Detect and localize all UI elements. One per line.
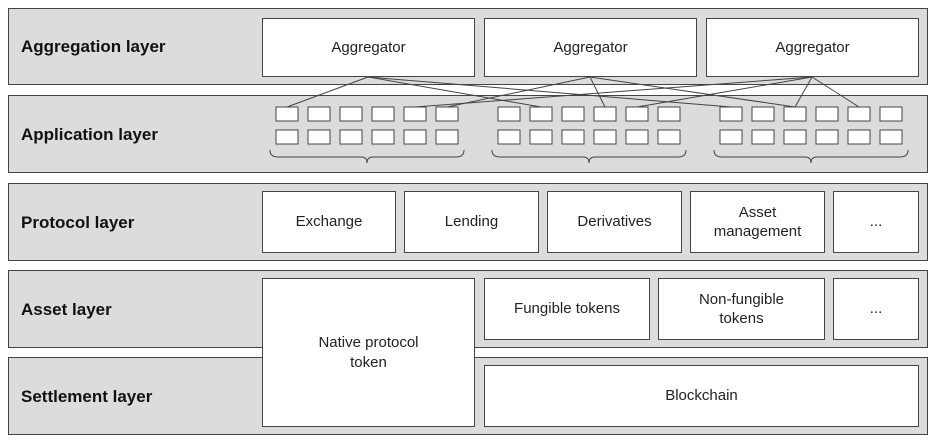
app-box [403,129,427,145]
app-box [529,106,553,122]
app-box [815,106,839,122]
group-brace [491,149,687,164]
app-box [339,129,363,145]
asset-box-non-fungible-tokens: Non-fungible tokens [658,278,825,340]
aggregator-connection-line [414,76,813,108]
protocol-box-derivatives: Derivatives [547,191,682,253]
app-box [783,129,807,145]
app-box [529,129,553,145]
aggregator-box-2: Aggregator [484,18,697,77]
aggregator-connection-line [811,76,860,108]
app-box [719,106,743,122]
app-box [751,106,775,122]
app-box [275,129,299,145]
asset-box-more: ... [833,278,919,340]
app-box [435,129,459,145]
aggregator-connection-line [589,76,796,108]
app-box [403,106,427,122]
app-box [657,106,681,122]
aggregator-connection-line [286,76,369,108]
asset-layer-label: Asset layer [21,300,112,319]
app-box [625,106,649,122]
aggregator-connection-line [446,76,591,108]
app-box [561,106,585,122]
app-box [339,106,363,122]
aggregator-connection-line [794,76,813,108]
app-box [371,129,395,145]
protocol-box-exchange: Exchange [262,191,396,253]
app-box [815,129,839,145]
application-layer: Application layer [8,95,928,173]
app-box [593,106,617,122]
app-box [719,129,743,145]
protocol-layer-label: Protocol layer [21,213,135,232]
aggregator-connection-line [367,76,542,108]
app-box [371,106,395,122]
settlement-layer-label: Settlement layer [21,387,153,406]
app-box [275,106,299,122]
aggregator-box-3: Aggregator [706,18,919,77]
app-box [657,129,681,145]
aggregator-connection-line [636,76,813,108]
app-box [593,129,617,145]
app-box [847,106,871,122]
group-brace [713,149,909,164]
protocol-box-asset-management: Asset management [690,191,825,253]
app-box [435,106,459,122]
app-box [751,129,775,145]
app-box [307,129,331,145]
app-box [307,106,331,122]
app-box [497,129,521,145]
aggregation-layer-label: Aggregation layer [21,37,166,56]
app-box [847,129,871,145]
app-box [561,129,585,145]
aggregator-connection-line [367,76,732,108]
native-protocol-token-box: Native protocol token [262,278,475,427]
protocol-box-lending: Lending [404,191,539,253]
aggregator-connection-line [589,76,606,108]
app-box [783,106,807,122]
app-box [625,129,649,145]
asset-box-fungible-tokens: Fungible tokens [484,278,650,340]
application-layer-label: Application layer [21,125,158,144]
protocol-box-more: ... [833,191,919,253]
aggregator-box-1: Aggregator [262,18,475,77]
blockchain-box: Blockchain [484,365,919,427]
app-box [879,106,903,122]
app-box [879,129,903,145]
group-brace [269,149,465,164]
app-box [497,106,521,122]
